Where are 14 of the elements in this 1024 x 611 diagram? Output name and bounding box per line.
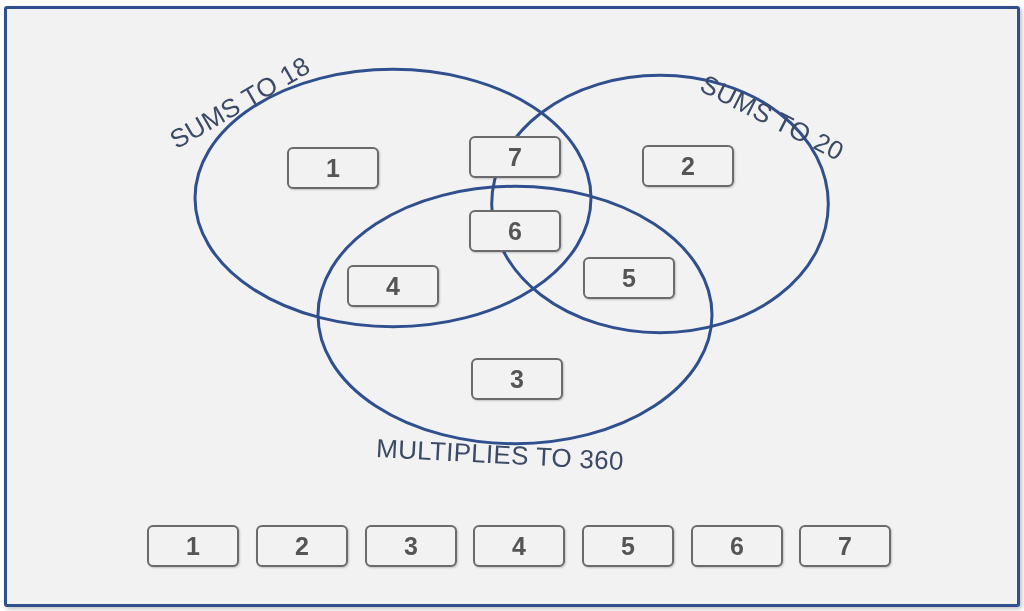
number-card: 6 [469, 210, 561, 252]
number-card: 1 [147, 525, 239, 567]
number-card: 3 [471, 358, 563, 400]
number-card: 2 [642, 145, 734, 187]
set-label: MULTIPLIES TO 360 [375, 433, 625, 477]
number-card: 2 [256, 525, 348, 567]
number-card: 1 [287, 147, 379, 189]
number-card: 4 [347, 265, 439, 307]
number-card: 5 [583, 257, 675, 299]
number-card: 5 [582, 525, 674, 567]
number-card: 3 [365, 525, 457, 567]
number-card: 7 [799, 525, 891, 567]
number-card: 6 [691, 525, 783, 567]
number-card: 4 [473, 525, 565, 567]
